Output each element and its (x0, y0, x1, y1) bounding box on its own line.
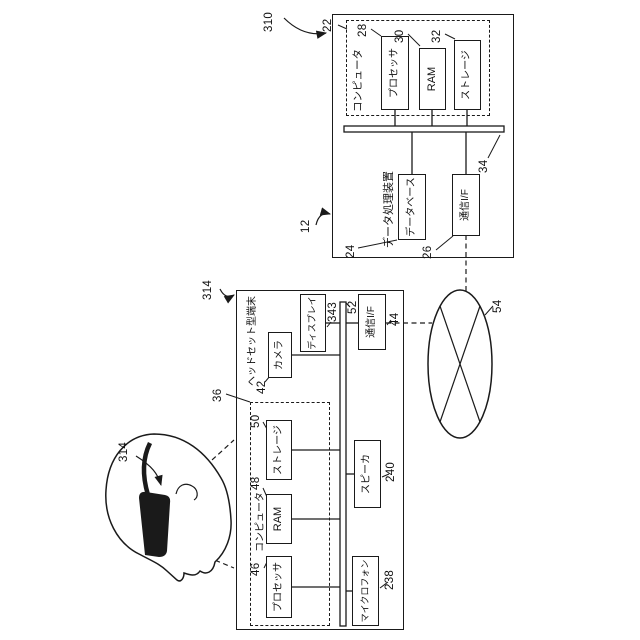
ref-42-camera: 42 (256, 380, 268, 394)
network-symbol (427, 289, 493, 439)
headset-microphone-box: マイクロフォン (352, 556, 379, 626)
headset-display-label: ディスプレイ (307, 296, 318, 350)
headset-speaker-box: スピーカ (354, 440, 381, 508)
arrow-12 (315, 207, 332, 226)
headset-microphone-label: マイクロフォン (359, 559, 370, 623)
ref-52-bus: 52 (347, 300, 359, 314)
server-computer-label: コンピュータ (352, 49, 364, 112)
headset-glasses-icon (139, 491, 171, 557)
ref-310-overview: 310 (263, 11, 275, 32)
ref-30-ram: 30 (394, 29, 406, 43)
ref-36-computer: 36 (212, 388, 224, 402)
headset-display-box: ディスプレイ (300, 294, 326, 352)
ref-314-person-headset: 314 (118, 441, 130, 462)
headset-comm-if-label: 通信I/F (365, 306, 377, 338)
server-database-label: データベース (405, 177, 417, 237)
headset-bus (339, 301, 347, 627)
arrow-314-person (135, 455, 163, 487)
headset-comm-if-box: 通信I/F (358, 294, 386, 350)
ref-343-display: 343 (327, 301, 339, 322)
ref-44-comm-if: 44 (389, 312, 401, 326)
ref-26-comm-if: 26 (422, 245, 434, 259)
headset-camera-box: カメラ (268, 332, 292, 378)
server-comm-if-label: 通信I/F (459, 189, 471, 221)
ref-238-microphone: 238 (384, 569, 396, 590)
ref-240-speaker: 240 (385, 461, 397, 482)
ref-28-processor: 28 (357, 23, 369, 37)
ref-22-computer: 22 (322, 18, 334, 32)
headset-computer-label: コンピュータ (255, 492, 266, 552)
server-processor-box: プロセッサ (381, 36, 409, 110)
server-title: データ処理装置 (383, 171, 395, 248)
ref-24-database: 24 (345, 244, 357, 258)
server-storage-box: ストレージ (454, 40, 481, 110)
headset-title: ヘッドセット型端末 (247, 296, 258, 386)
ref-arrows (135, 17, 332, 487)
headset-strap (141, 441, 153, 496)
ref-34-bus: 34 (478, 159, 490, 173)
ref-54-network: 54 (492, 299, 504, 313)
server-storage-label: ストレージ (461, 50, 473, 100)
ref-32-storage: 32 (431, 29, 443, 43)
server-database-box: データベース (398, 174, 426, 240)
server-ram-box: RAM (419, 48, 446, 110)
headset-speaker-label: スピーカ (361, 454, 373, 494)
headset-ram-label: RAM (272, 506, 285, 532)
ear (175, 483, 198, 501)
ref-314-terminal: 314 (202, 279, 214, 300)
server-processor-label: プロセッサ (388, 48, 400, 98)
headset-storage-label: ストレージ (272, 425, 284, 475)
headset-ram-box: RAM (266, 494, 292, 544)
ref-48-ram: 48 (250, 476, 262, 490)
server-ram-label: RAM (425, 66, 438, 92)
person-head (105, 433, 232, 582)
arrow-314-terminal (219, 288, 235, 304)
headset-camera-label: カメラ (273, 340, 285, 370)
server-comm-if-box: 通信I/F (452, 174, 480, 236)
headset-storage-box: ストレージ (266, 420, 292, 480)
ref-12-device: 12 (300, 219, 312, 233)
connector-lines (292, 110, 468, 592)
server-bus (343, 125, 505, 133)
headset-processor-label: プロセッサ (272, 562, 284, 612)
ref-50-storage: 50 (250, 414, 262, 428)
ref-46-processor: 46 (250, 562, 262, 576)
headset-processor-box: プロセッサ (266, 556, 292, 618)
leader-lines (225, 24, 501, 589)
bus-bars (339, 125, 505, 627)
arrow-310 (283, 17, 328, 39)
